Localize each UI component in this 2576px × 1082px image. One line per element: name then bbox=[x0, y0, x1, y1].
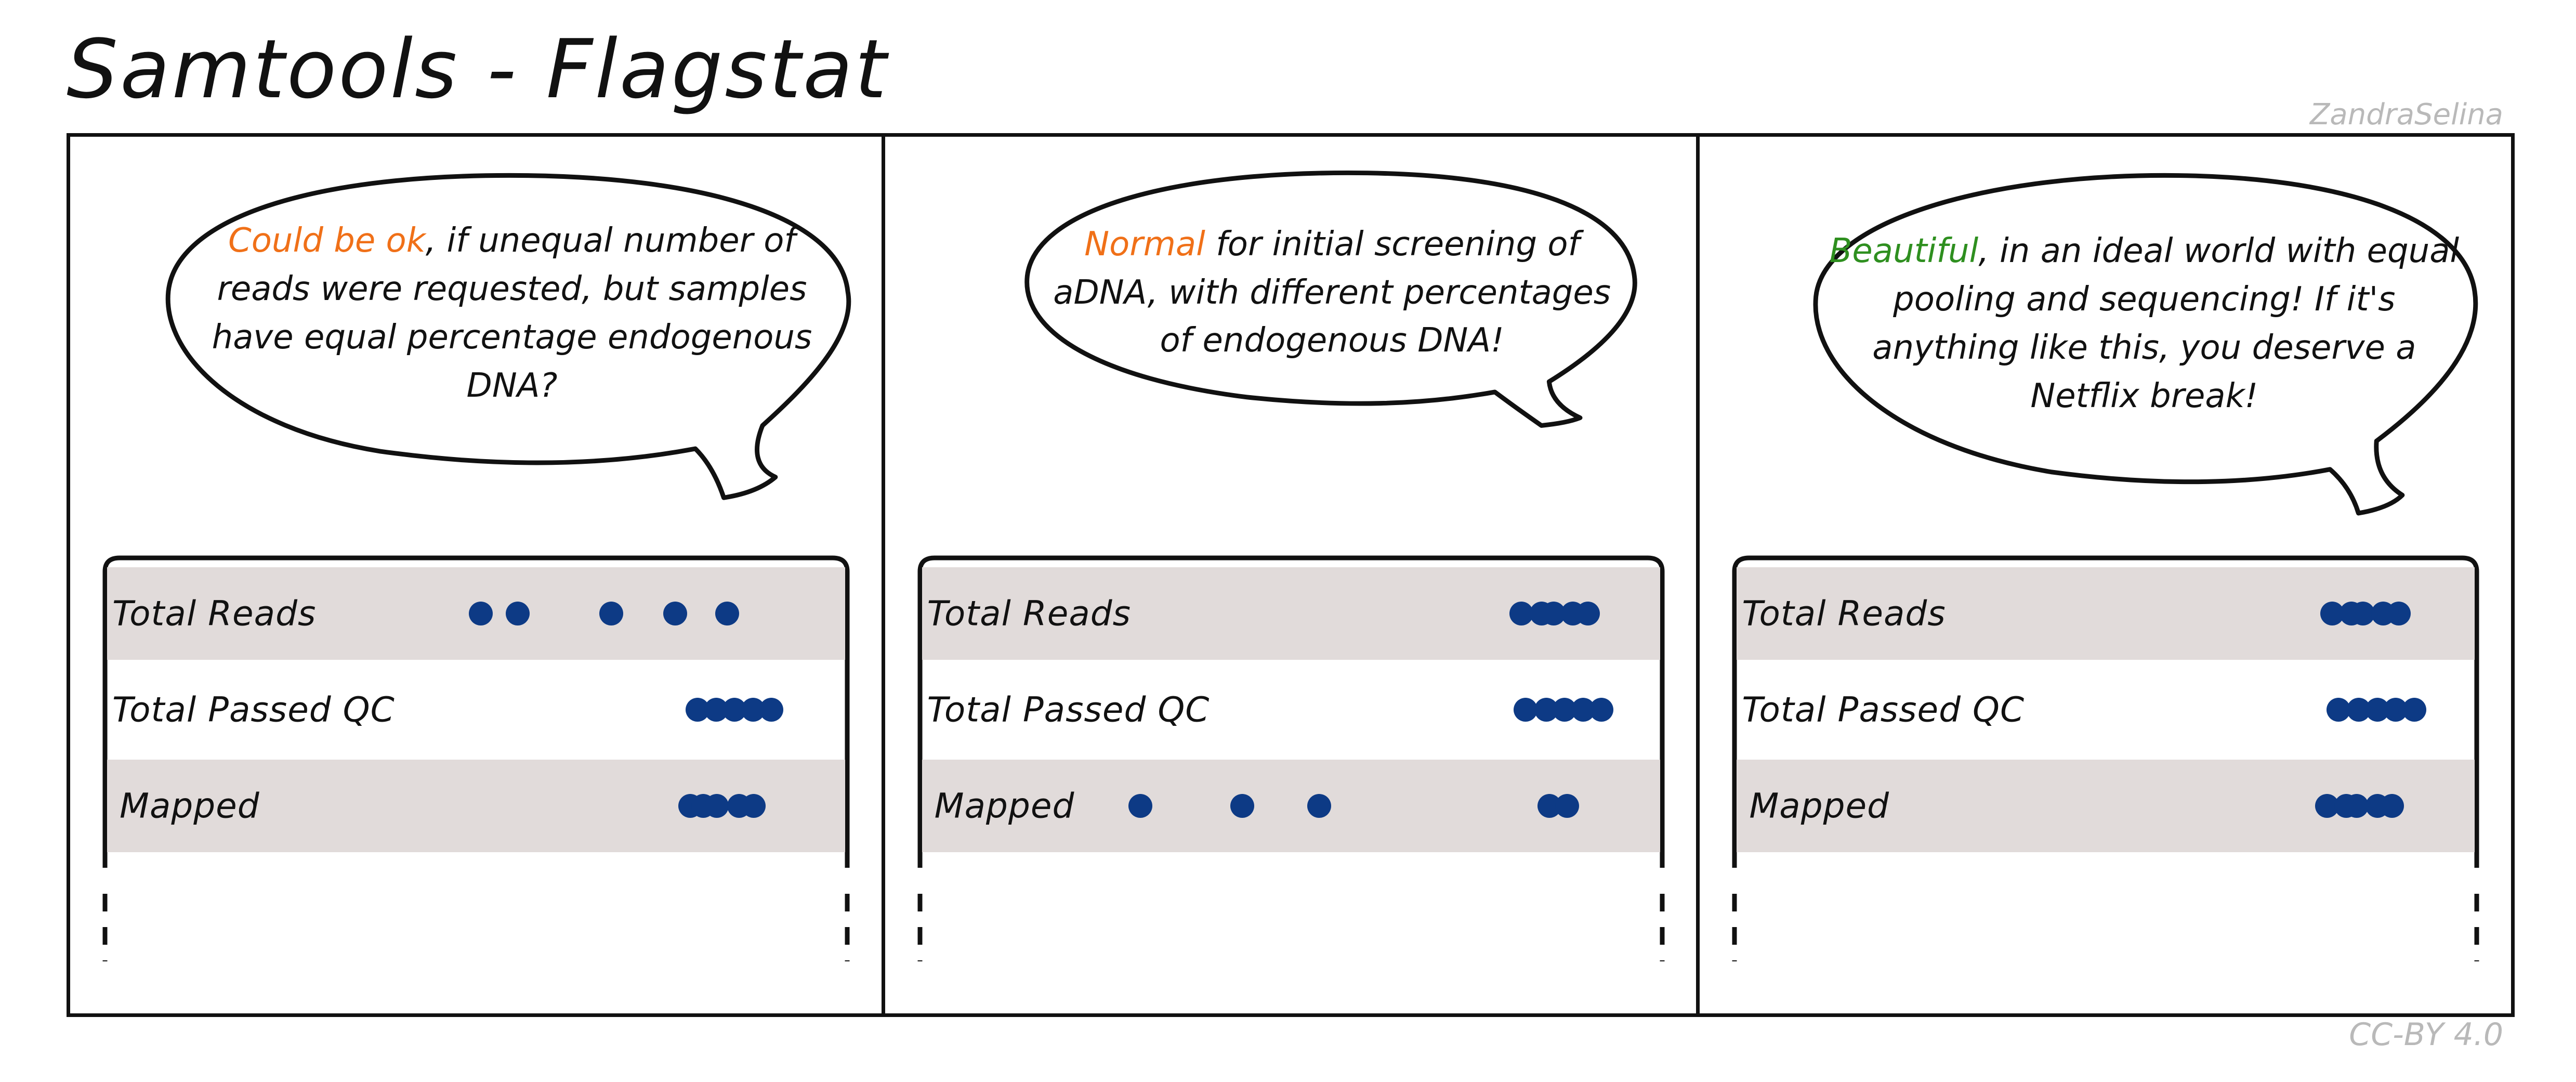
bubble-body-1: , if unequal number of reads were reques… bbox=[212, 221, 812, 405]
read-dot bbox=[1307, 794, 1331, 818]
read-dot bbox=[505, 602, 530, 625]
read-dot bbox=[741, 794, 766, 818]
read-dot bbox=[599, 602, 623, 625]
read-dot bbox=[704, 794, 729, 818]
page-title: Samtools - Flagstat bbox=[67, 22, 889, 116]
bubble-body-3: , in an ideal world with equal pooling a… bbox=[1872, 232, 2460, 415]
comic-panel-2: Normal for initial screening of aDNA, wi… bbox=[881, 137, 1697, 1013]
comic-panel-3: Beautiful, in an ideal world with equal … bbox=[1696, 137, 2511, 1013]
read-dot bbox=[1509, 602, 1533, 625]
table-row-total-reads: Total Reads bbox=[107, 567, 845, 660]
read-dot bbox=[468, 602, 493, 625]
author-credit: ZandraSelina bbox=[2310, 98, 2503, 132]
bubble-highlight-2: Normal bbox=[1084, 225, 1205, 264]
read-dot bbox=[1230, 794, 1254, 818]
comic-strip: Could be ok, if unequal number of reads … bbox=[67, 133, 2515, 1017]
read-dot bbox=[1589, 698, 1614, 722]
read-dot bbox=[1575, 602, 1600, 625]
bubble-text-2: Normal for initial screening of aDNA, wi… bbox=[1041, 189, 1623, 397]
dot-track-total-passed-qc bbox=[922, 663, 1660, 756]
license-credit: CC-BY 4.0 bbox=[2349, 1016, 2503, 1053]
table-frame-1 bbox=[102, 555, 850, 961]
row-label-total-passed-qc: Total Passed QC bbox=[927, 689, 1210, 730]
table-frame-2 bbox=[917, 555, 1665, 961]
table-row-mapped: Mapped bbox=[1737, 760, 2475, 852]
dot-track-mapped bbox=[1737, 760, 2475, 852]
table-row-total-reads: Total Reads bbox=[1737, 567, 2475, 660]
read-dot bbox=[2402, 698, 2426, 722]
dot-track-total-passed-qc bbox=[1737, 663, 2475, 756]
table-row-mapped: Mapped bbox=[922, 760, 1660, 852]
read-dot bbox=[759, 698, 783, 722]
table-row-total-passed-qc: Total Passed QC bbox=[922, 663, 1660, 756]
table-row-total-passed-qc: Total Passed QC bbox=[1737, 663, 2475, 756]
comic-panel-1: Could be ok, if unequal number of reads … bbox=[70, 137, 882, 1013]
flagstat-table-1: Total Reads Total Passed QC Mapped bbox=[102, 555, 850, 961]
row-label-total-reads: Total Reads bbox=[927, 593, 1132, 634]
dot-track-mapped bbox=[107, 760, 845, 852]
row-label-mapped: Mapped bbox=[1749, 786, 1890, 826]
row-label-total-reads: Total Reads bbox=[112, 593, 317, 634]
table-row-total-passed-qc: Total Passed QC bbox=[107, 663, 845, 756]
flagstat-table-2: Total Reads Total Passed QC Mapped bbox=[917, 555, 1665, 961]
flagstat-table-3: Total Reads Total Passed QC Mapped bbox=[1732, 555, 2479, 961]
row-label-mapped: Mapped bbox=[120, 786, 260, 826]
table-row-mapped: Mapped bbox=[107, 760, 845, 852]
dot-track-total-passed-qc bbox=[107, 663, 845, 756]
bubble-body-2: for initial screening of aDNA, with diff… bbox=[1053, 225, 1611, 360]
row-label-total-passed-qc: Total Passed QC bbox=[1742, 689, 2025, 730]
dot-track-mapped bbox=[922, 760, 1660, 852]
read-dot bbox=[1555, 794, 1579, 818]
bubble-text-3: Beautiful, in an ideal world with equal … bbox=[1824, 194, 2464, 454]
speech-bubble-2 bbox=[1024, 170, 1637, 428]
speech-bubble-1 bbox=[165, 173, 851, 500]
table-frame-3 bbox=[1732, 555, 2479, 961]
speech-bubble-3 bbox=[1813, 173, 2478, 516]
read-dot bbox=[1514, 698, 1538, 722]
read-dot bbox=[2380, 794, 2404, 818]
dot-track-total-reads bbox=[1737, 567, 2475, 660]
read-dot bbox=[715, 602, 739, 625]
row-label-total-passed-qc: Total Passed QC bbox=[112, 689, 395, 730]
read-dot bbox=[1128, 794, 1152, 818]
dot-track-total-reads bbox=[922, 567, 1660, 660]
read-dot bbox=[663, 602, 688, 625]
bubble-text-1: Could be ok, if unequal number of reads … bbox=[190, 199, 834, 428]
row-label-total-reads: Total Reads bbox=[1742, 593, 1946, 634]
read-dot bbox=[2350, 602, 2375, 625]
read-dot bbox=[2345, 794, 2369, 818]
table-row-total-reads: Total Reads bbox=[922, 567, 1660, 660]
read-dot bbox=[2326, 698, 2350, 722]
row-label-mapped: Mapped bbox=[934, 786, 1075, 826]
read-dot bbox=[2387, 602, 2411, 625]
bubble-highlight-3: Beautiful bbox=[1829, 232, 1979, 271]
dot-track-total-reads bbox=[107, 567, 845, 660]
bubble-highlight-1: Could be ok bbox=[228, 221, 426, 260]
